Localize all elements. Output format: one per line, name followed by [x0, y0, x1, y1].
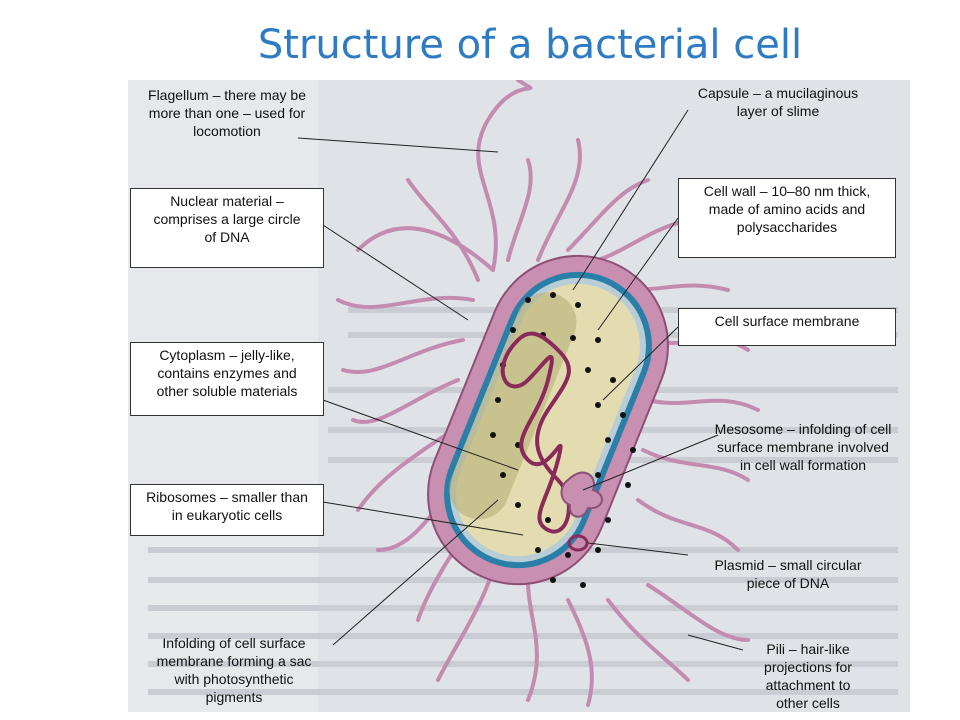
label-plasmid: Plasmid – small circular piece of DNA — [714, 557, 862, 591]
label-ribosomes: Ribosomes – smaller than in eukaryotic c… — [130, 484, 324, 536]
ribosomes — [490, 292, 636, 588]
label-cytoplasm: Cytoplasm – jelly-like, contains enzymes… — [130, 342, 324, 416]
label-mesosome: Mesosome – infolding of cell surface mem… — [714, 421, 892, 473]
leader-lines — [297, 109, 744, 651]
label-cell-wall: Cell wall – 10–80 nm thick, made of amin… — [678, 178, 896, 258]
infolded-sac — [449, 292, 577, 520]
label-flagellum: Flagellum – there may be more than one –… — [148, 87, 306, 139]
plasmid-ring — [567, 534, 589, 552]
label-cell-surface-membrane: Cell surface membrane — [678, 308, 896, 346]
label-pili: Pili – hair-like projections for attachm… — [764, 641, 852, 711]
cell-diagram: Flagellum – there may be more than one –… — [128, 80, 910, 712]
label-infolding: Infolding of cell surface membrane formi… — [156, 635, 312, 705]
mesosome-shape — [560, 471, 603, 518]
label-nuclear-material: Nuclear material – comprises a large cir… — [130, 188, 324, 268]
cell-body — [427, 254, 669, 586]
nuclear-dna — [500, 331, 571, 534]
label-capsule: Capsule – a mucilaginous layer of slime — [697, 85, 859, 119]
page-title: Structure of a bacterial cell — [257, 22, 803, 68]
